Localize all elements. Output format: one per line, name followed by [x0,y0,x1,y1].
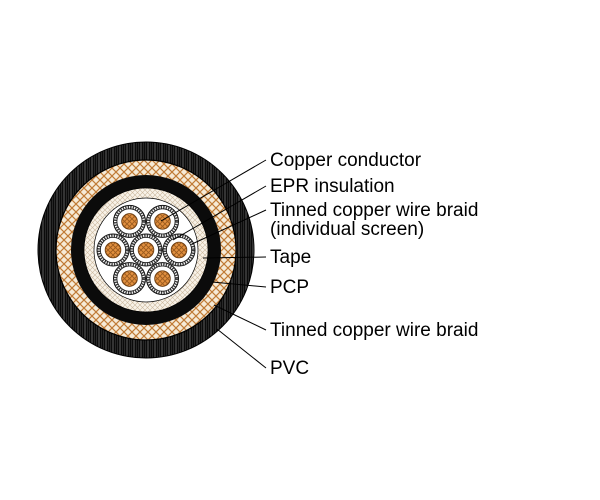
leader-outer-braid [213,304,267,331]
label-individual-screen-line1: Tinned copper wire braid [270,200,478,221]
label-individual-screen-line2: (individual screen) [270,219,424,240]
leader-pvc [216,328,267,369]
cable-core-lower-left [112,261,147,297]
layer-labels: Copper conductor EPR insulation Tinned c… [270,150,478,379]
leader-copper-conductor [160,159,267,222]
label-outer-braid: Tinned copper wire braid [270,320,478,341]
label-pvc: PVC [270,358,309,379]
cable-core-lower-right [145,261,180,297]
leader-tape [202,256,267,259]
label-copper-conductor: Copper conductor [270,150,422,171]
cable-core-left [95,232,131,268]
cable-core-right [161,232,197,268]
leader-pcp [211,281,267,288]
leader-individual-screen [191,209,267,245]
cable-core-center [128,232,164,268]
leader-lines [160,159,267,369]
label-epr-insulation: EPR insulation [270,176,395,197]
cable-core-upper-right [145,203,180,239]
label-pcp: PCP [270,277,309,298]
label-tape: Tape [270,247,311,268]
leader-epr-insulation [172,185,267,241]
cable-core-upper-left [112,203,147,239]
